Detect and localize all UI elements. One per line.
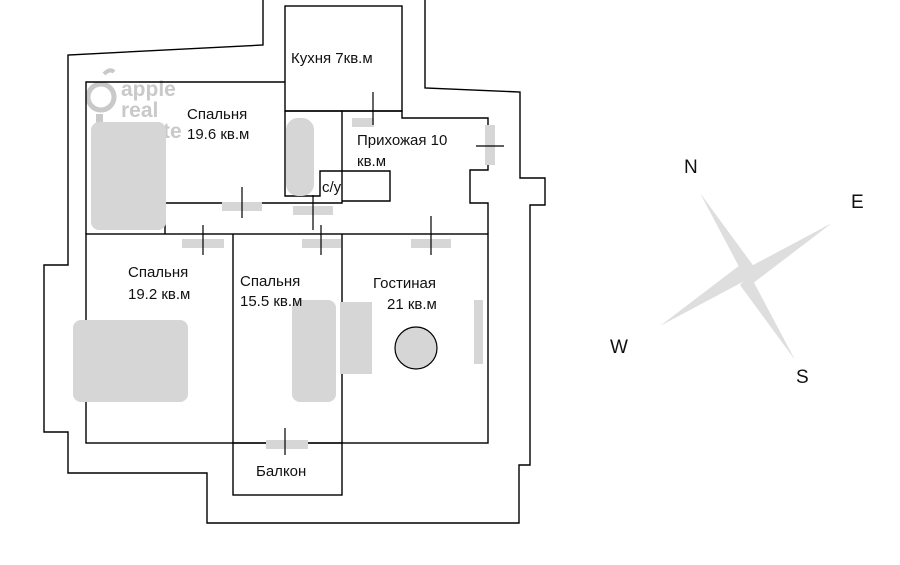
compass-arm-n xyxy=(700,193,755,278)
bathroom-walls xyxy=(284,111,391,202)
compass-arm-s xyxy=(740,275,795,360)
kitchen-label: Кухня 7кв.м xyxy=(291,50,373,67)
room-labels: Кухня 7кв.м Прихожая 10 кв.м Спальня 19.… xyxy=(128,50,447,480)
hall-label-line2: кв.м xyxy=(357,153,386,170)
logo-line-1: apple xyxy=(121,78,176,101)
outer-boundary xyxy=(43,0,546,524)
compass-w: W xyxy=(610,337,628,358)
bedroom-top-label-line2: 19.6 кв.м xyxy=(187,126,249,143)
compass-n: N xyxy=(684,157,698,178)
door-kitchen xyxy=(352,118,374,127)
bedroom-mid-label-line1: Спальня xyxy=(240,273,300,290)
compass-e: E xyxy=(851,192,864,213)
logo-line-2: real xyxy=(121,99,158,122)
compass-arm-w xyxy=(660,265,750,326)
bed-mid xyxy=(292,300,336,402)
round-table xyxy=(394,326,438,370)
bedroom-top-label-line1: Спальня xyxy=(187,106,247,123)
compass-arm-e xyxy=(742,223,832,284)
sofa xyxy=(340,302,372,374)
bed-left xyxy=(73,320,188,402)
compass-s: S xyxy=(796,367,809,388)
balcony-label: Балкон xyxy=(256,463,306,480)
hall-label-line1: Прихожая 10 xyxy=(357,132,447,149)
living-label-line1: Гостиная xyxy=(373,275,436,292)
wardrobe xyxy=(485,125,495,165)
furniture xyxy=(73,118,495,402)
bedroom-left-label-line2: 19.2 кв.м xyxy=(128,286,190,303)
compass-rose: N E S W xyxy=(610,157,864,388)
bathtub xyxy=(286,118,314,196)
tv-unit xyxy=(474,300,483,364)
bedroom-mid-label-line2: 15.5 кв.м xyxy=(240,293,302,310)
door-balcony xyxy=(266,440,308,449)
doors xyxy=(182,92,504,455)
living-label-line2: 21 кв.м xyxy=(387,296,437,313)
bathroom-label: с/у xyxy=(322,179,342,196)
bedroom-left-label-line1: Спальня xyxy=(128,264,188,281)
bedroom-top-walls xyxy=(85,81,285,234)
bed-top xyxy=(91,122,166,230)
